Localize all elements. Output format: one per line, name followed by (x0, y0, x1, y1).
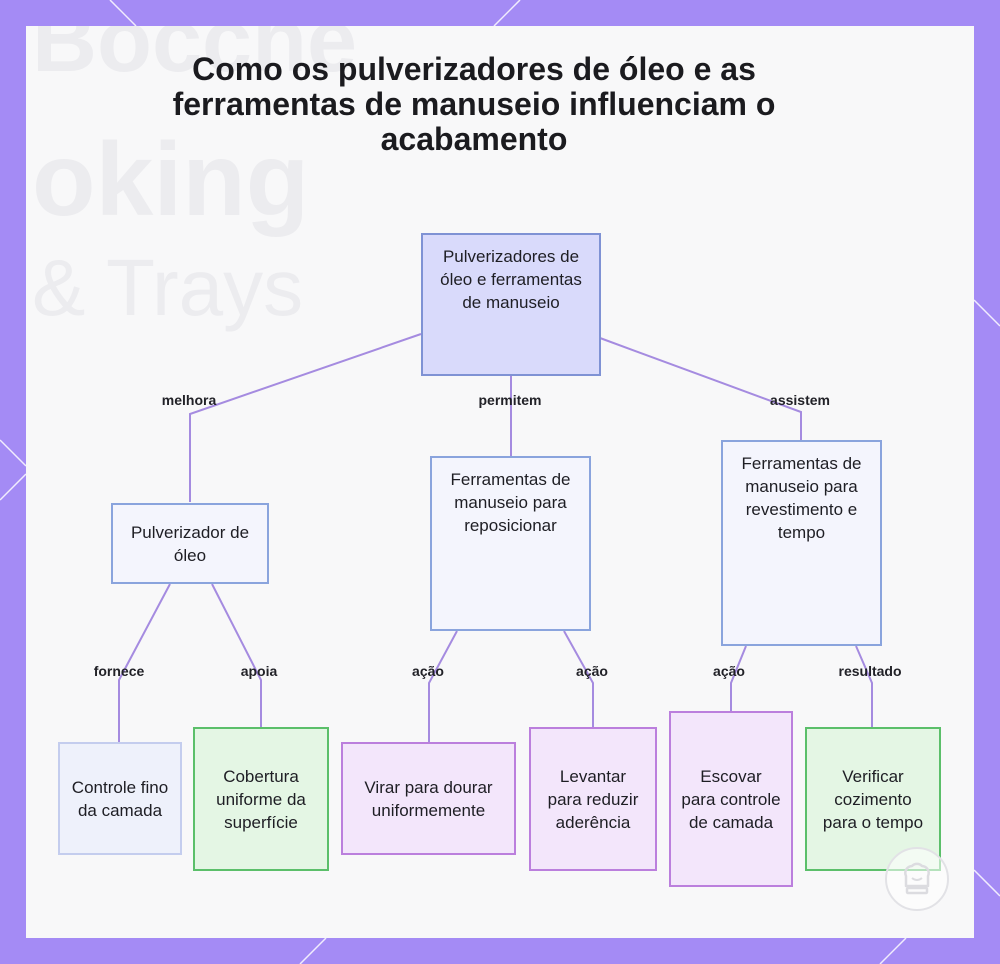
chef-hat-logo-icon (885, 847, 949, 911)
edge-sprayer-to-fine-control (118, 583, 171, 742)
node-uniform-coverage: Cobertura uniforme da superfície (193, 727, 329, 871)
node-lift-reduce-label: Levantar para reduzir aderência (547, 766, 639, 832)
node-uniform-coverage-label: Cobertura uniforme da superfície (216, 766, 306, 832)
node-flip-brown: Virar para dourar uniformemente (341, 742, 516, 855)
edge-root-to-coating (599, 337, 802, 440)
node-reposition-tools-label: Ferramentas de manuseio para reposiciona… (450, 470, 571, 535)
node-coating-tools-label: Ferramentas de manuseio para revestiment… (741, 454, 862, 542)
edge-label-assist: assistem (770, 392, 830, 408)
node-flip-brown-label: Virar para dourar uniformemente (364, 777, 493, 820)
edge-label-improves: melhora (161, 392, 217, 408)
node-root: Pulverizadores de óleo e ferramentas de … (421, 233, 601, 376)
edge-coating-to-brush (730, 645, 747, 711)
node-reposition-tools: Ferramentas de manuseio para reposiciona… (430, 456, 591, 631)
edge-reposition-to-flip (428, 630, 458, 742)
edge-label-action-2: ação (576, 663, 608, 679)
edge-label-action-3: ação (713, 663, 745, 679)
node-oil-sprayer-label: Pulverizador de óleo (130, 522, 250, 565)
edge-label-action-1: ação (412, 663, 444, 679)
node-lift-reduce: Levantar para reduzir aderência (529, 727, 657, 871)
edge-coating-to-check (855, 645, 873, 727)
node-oil-sprayer: Pulverizador de óleo (111, 503, 269, 584)
edge-root-to-oil-sprayer (189, 333, 422, 502)
edge-label-supports: apoia (240, 663, 278, 679)
node-brush-control: Escovar para controle de camada (669, 711, 793, 887)
diagram-title: Como os pulverizadores de óleo e as ferr… (172, 51, 776, 157)
node-root-label: Pulverizadores de óleo e ferramentas de … (440, 247, 582, 312)
node-check-cooking-label: Verificar cozimento para o tempo (822, 766, 924, 832)
edge-reposition-to-lift (563, 630, 594, 727)
node-check-cooking: Verificar cozimento para o tempo (805, 727, 941, 871)
edge-label-result: resultado (838, 663, 902, 679)
edge-label-provides: fornece (93, 663, 145, 679)
edge-label-allow: permitem (478, 392, 542, 408)
edge-sprayer-to-coverage (211, 583, 262, 727)
node-coating-tools: Ferramentas de manuseio para revestiment… (721, 440, 882, 646)
node-brush-control-label: Escovar para controle de camada (681, 766, 781, 832)
node-fine-control: Controle fino da camada (58, 742, 182, 855)
node-fine-control-label: Controle fino da camada (71, 777, 169, 820)
